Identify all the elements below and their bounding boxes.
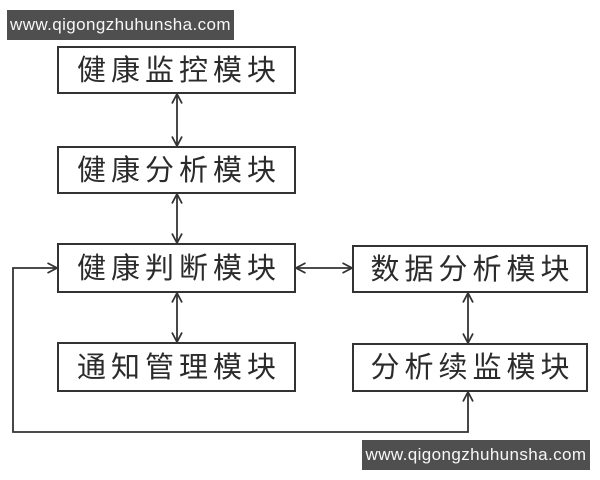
node-notification-management-label: 通知管理模块 [76,349,281,384]
node-analysis-continued-monitoring-label: 分析续监模块 [370,350,575,384]
watermark-top: www.qigongzhuhunsha.com [7,10,234,40]
node-health-analysis: 健康分析模块 [57,146,296,194]
node-health-monitoring: 健康监控模块 [57,46,296,94]
node-health-judgment: 健康判断模块 [57,243,296,293]
node-health-analysis-label: 健康分析模块 [76,152,281,187]
node-data-analysis-label: 数据分析模块 [370,251,575,286]
watermark-bottom: www.qigongzhuhunsha.com [362,440,590,470]
node-health-judgment-label: 健康判断模块 [76,250,281,285]
node-analysis-continued-monitoring: 分析续监模块 [352,343,588,392]
node-data-analysis: 数据分析模块 [352,245,588,293]
node-health-monitoring-label: 健康监控模块 [76,52,281,87]
node-notification-management: 通知管理模块 [57,342,296,392]
